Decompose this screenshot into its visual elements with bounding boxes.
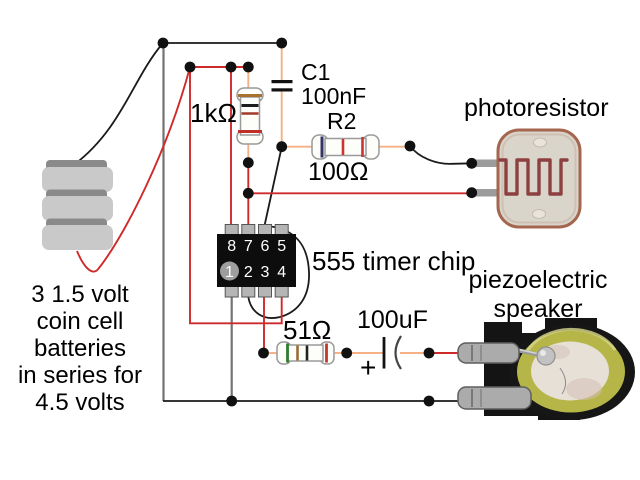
resistor-51-label: 51Ω [283,315,332,345]
wire-r2-to-photoresistor [409,145,474,165]
speaker-terminals [457,342,532,410]
ldr-lead-bottom [470,189,500,197]
pin-label-7: 7 [244,238,253,255]
wire-battery-positive [76,66,191,273]
photoresistor-graphic [470,128,582,229]
battery-label: 3 1.5 volt coin cell batteries in series… [17,281,143,416]
cap-c1-name-label: C1 [301,59,331,85]
resistor-1k-label: 1kΩ [190,98,237,128]
wire-to-pin4 [189,67,283,325]
cap-100uf-label: 100uF [357,306,428,334]
wire-c1-to-pin6 [263,146,283,229]
cap-100uf-polarity-label: + [360,352,377,383]
wire-pin2-pin6-loop [247,225,310,319]
capacitor-c1-graphic [271,80,293,92]
battery-stack [42,160,113,250]
cap-c1-value-label: 100nF [301,83,367,109]
resistor-1k-graphic [236,87,264,145]
speaker-label: piezoelectric speaker [468,266,608,323]
pin-label-6: 6 [261,238,270,255]
wire-battery-negative [74,42,164,165]
speaker-graphic [457,318,635,420]
ldr-serpentine [498,158,569,196]
pin-label-1: 1 [225,264,234,281]
resistor-51-graphic [276,341,335,365]
pin-label-5: 5 [277,238,286,255]
junction-dots [157,37,478,407]
pin-label-4: 4 [277,264,286,281]
timer-chip-label: 555 timer chip [312,246,476,276]
photoresistor-label: photoresistor [464,94,609,122]
chip-555-graphic: 8 7 6 5 1 2 3 4 [217,224,296,298]
pin-label-8: 8 [227,238,236,255]
resistor-r2-value-label: 100Ω [308,158,369,186]
pin1-marker [220,261,239,281]
ldr-lead-top [470,159,500,167]
pin-label-3: 3 [261,264,270,281]
pin-label-2: 2 [244,264,253,281]
resistor-r2-name-label: R2 [327,108,357,134]
resistor-r2-graphic [311,134,380,160]
capacitor-100uf-graphic [382,335,402,370]
